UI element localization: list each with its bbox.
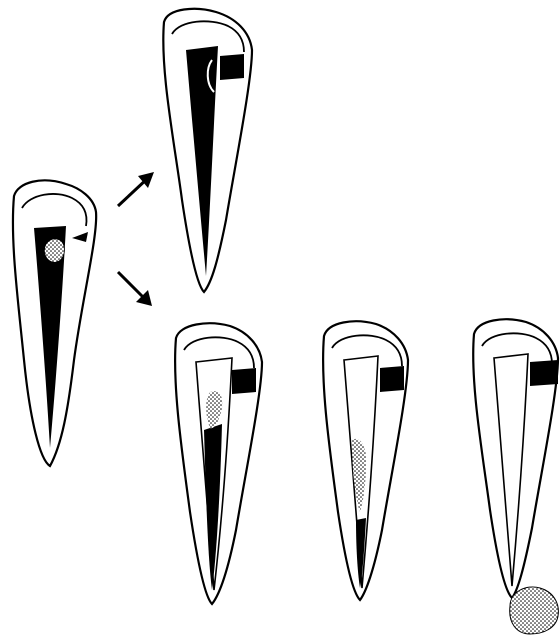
caries-lesion <box>44 239 64 262</box>
outcome-top-tooth <box>163 9 252 292</box>
outcome-bottom-2-tooth <box>323 321 408 600</box>
restoration <box>232 368 256 394</box>
periapical-lesion <box>510 587 559 634</box>
arrow-down-icon <box>118 272 152 306</box>
restoration <box>220 54 244 80</box>
initial-tooth <box>13 180 96 466</box>
outcome-bottom-1-tooth <box>175 323 262 604</box>
restoration <box>380 366 404 392</box>
outcome-bottom-3-tooth <box>473 319 558 634</box>
arrow-up-icon <box>118 172 154 206</box>
restoration <box>530 360 558 386</box>
